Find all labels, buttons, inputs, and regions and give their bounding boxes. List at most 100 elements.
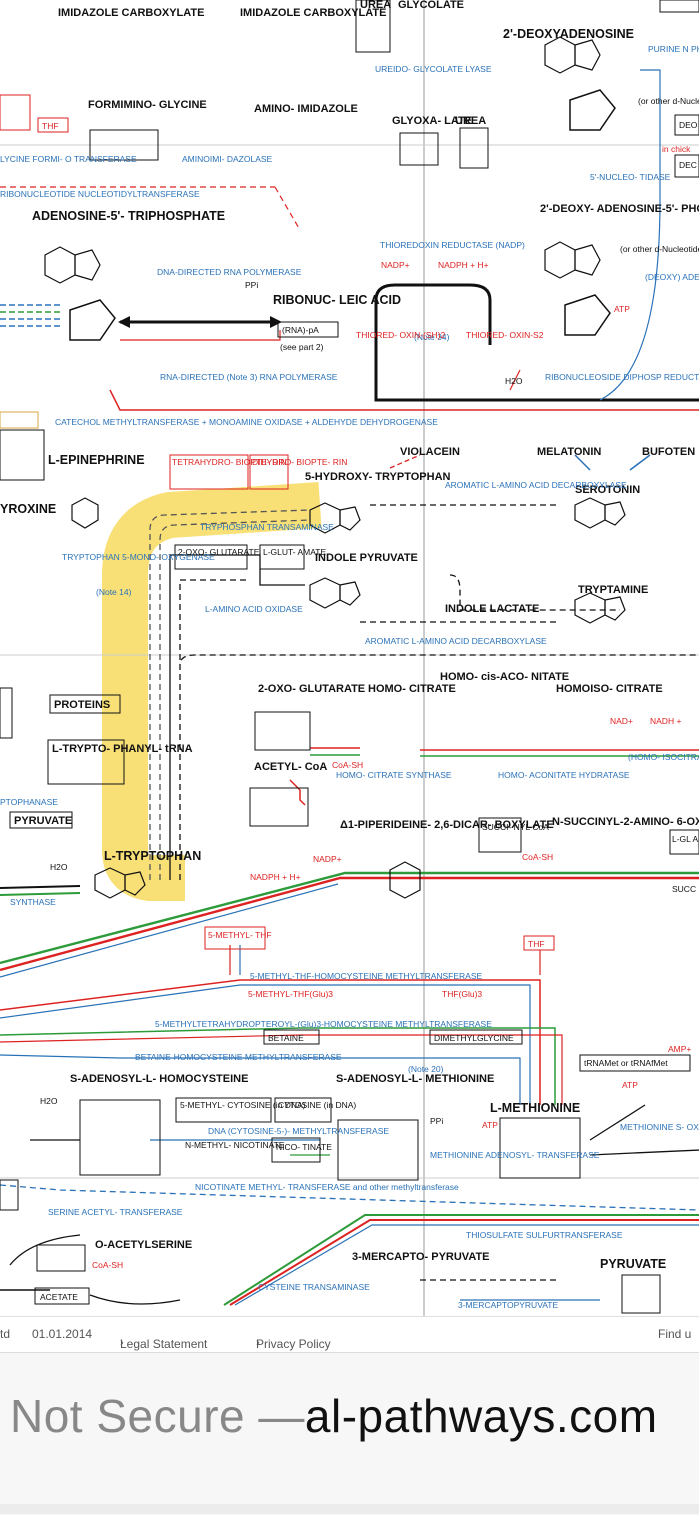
compound-succ-pimela: SUCC PIMELA <box>672 884 699 894</box>
compound-serotonin: SEROTONIN <box>575 484 640 496</box>
compound-glycolate: GLYCOLATE <box>398 0 464 11</box>
cofactor-oxo-glutarate: 2-OXO- GLUTARATE <box>178 547 260 557</box>
cofactor-ppi: PPi <box>245 280 258 290</box>
footer-find-link[interactable]: Find u <box>658 1327 692 1341</box>
compound-indole-pyruvate: INDOLE PYRUVATE <box>315 552 418 564</box>
enzyme-nicotinate-methyl: NICOTINATE METHYL- TRANSFERASE and other… <box>195 1182 459 1192</box>
enzyme-methionine-adenosyl: METHIONINE ADENOSYL- TRANSFERASE <box>430 1150 600 1160</box>
cofactor-nadp-plus: NADP+ <box>381 260 410 270</box>
enzyme-ureido-lyase: UREIDO- GLYCOLATE LYASE <box>375 64 492 74</box>
cofactor-h2o-3: H2O <box>50 862 68 872</box>
cofactor-thf-red: THF <box>42 121 59 131</box>
cofactor-thioredoxin-s2: THIORED- OXIN-S2 <box>466 330 544 340</box>
enzyme-homocitrate-synthase: HOMO- CITRATE SYNTHASE <box>336 770 452 780</box>
footer-legal-label: Legal Statement <box>120 1337 208 1351</box>
enzyme-synthase-left: SYNTHASE <box>10 897 56 907</box>
compound-oxoglutarate: 2-OXO- GLUTARATE <box>258 683 365 695</box>
compound-homoisocitrate: HOMOISO- CITRATE <box>556 683 663 695</box>
enzyme-dna-rna-polymerase: DNA-DIRECTED RNA POLYMERASE <box>157 267 302 277</box>
enzyme-rna-directed-polymerase: RNA-DIRECTED (Note 3) RNA POLYMERASE <box>160 372 338 382</box>
enzyme-methionine-s-oxide: METHIONINE S- OXIDE REDUCTAS <box>620 1122 699 1132</box>
enzyme-aminoimidazolase: AMINOIMI- DAZOLASE <box>182 154 273 164</box>
cofactor-tetrahydrobiopterin: TETRAHYDRO- BIOPTE- RIN <box>172 457 287 467</box>
compound-sam-methionine: S-ADENOSYL-L- METHIONINE <box>336 1073 494 1085</box>
enzyme-thioredoxin-reductase: THIOREDOXIN REDUCTASE (NADP) <box>380 240 525 250</box>
compound-l-glu: L-GL AMA <box>672 834 699 844</box>
compound-dimethylglycine: DIMETHYLGLYCINE <box>434 1033 514 1043</box>
compound-cytosine: CYTOSINE (in DNA) <box>278 1100 356 1110</box>
compound-betaine: BETAINE <box>268 1033 304 1043</box>
browser-address-bar[interactable]: Not Secure —al-pathways.com <box>0 1352 699 1515</box>
cofactor-atp-3: ATP <box>622 1080 638 1090</box>
address-text[interactable]: Not Secure —al-pathways.com <box>10 1389 658 1443</box>
compound-glyoxalate: GLYOXA- LATE <box>392 115 472 127</box>
compound-methyl-cytosine: 5-METHYL- CYTOSINE (in DNA) <box>180 1100 306 1110</box>
enzyme-trp-monooxygenase: TRYPTOPHAN 5-MONO- OXYGENASE <box>62 552 215 562</box>
compound-l-methionine: L-METHIONINE <box>490 1101 580 1115</box>
cofactor-methyl-thf: 5-METHYL- THF <box>208 930 272 940</box>
compound-sam-homocysteine: S-ADENOSYL-L- HOMOCYSTEINE <box>70 1073 248 1085</box>
cofactor-dihydrobiopterin: DIHYDRO- BIOPTE- RIN <box>252 457 347 467</box>
chevron-right-icon: › <box>120 1337 124 1349</box>
site-footer: td 01.01.2014 ›Legal Statement ›Privacy … <box>0 1316 699 1353</box>
compound-deox: DEO NU <box>679 120 699 130</box>
chevron-right-icon: › <box>256 1337 260 1349</box>
cofactor-thf-box: THF <box>528 939 545 949</box>
compound-pyruvate-left: PYRUVATE <box>14 815 72 827</box>
enzyme-dna-cytosine: DNA (CYTOSINE-5-)- METHYLTRANSFERASE <box>208 1126 389 1136</box>
enzyme-ribonucleoside-reductase: RIBONUCLEOSIDE DIPHOSP REDUCTASE <box>545 372 699 382</box>
compound-l-tryptophan: L-TRYPTOPHAN <box>104 849 201 863</box>
note-or-other-2: (or other d-Nucleotide) <box>620 244 699 254</box>
compound-imidazole-carboxylate-left: IMIDAZOLE CARBOXYLATE <box>58 7 204 19</box>
footer-privacy-label: Privacy Policy <box>256 1337 331 1351</box>
compound-bufoten: BUFOTEN <box>642 446 695 458</box>
compound-acetyl-coa: ACETYL- CoA <box>254 761 327 773</box>
browser-bottom-edge <box>0 1504 699 1514</box>
compound-urea-top: UREA <box>360 0 391 11</box>
compound-hydroxytryptophan: 5-HYDROXY- TRYPTOPHAN <box>305 471 451 483</box>
compound-formiminoglycine: FORMIMINO- GLYCINE <box>88 99 207 111</box>
pathway-diagram: IMIDAZOLE CARBOXYLATE IMIDAZOLE CARBOXYL… <box>0 0 699 1316</box>
compound-succinyl-coa: SUCCI- NYL CoA <box>482 822 549 832</box>
cofactor-coa-sh-3: CoA-SH <box>92 1260 123 1270</box>
compound-imidazole-carboxylate-right: IMIDAZOLE CARBOXYLATE <box>240 7 386 19</box>
highlight-path <box>102 482 322 901</box>
security-indicator[interactable]: Not Secure — <box>10 1390 305 1442</box>
compound-epinephrine: L-EPINEPHRINE <box>48 453 145 467</box>
compound-piperideine: Δ1-PIPERIDEINE- 2,6-DICAR- BOXYLATE <box>340 819 554 831</box>
compound-pyruvate-right: PYRUVATE <box>600 1257 666 1271</box>
enzyme-purine-n: PURINE N PHOSPH <box>648 44 699 54</box>
compound-homocitrate: HOMO- CITRATE <box>368 683 456 695</box>
compound-n-methyl-nicotinate: N-METHYL- NICOTINATE <box>185 1140 285 1150</box>
cofactor-ppi-2: PPi <box>430 1116 443 1126</box>
note-see-part2: (see part 2) <box>280 342 324 352</box>
note-34: (Note 34) <box>414 332 450 342</box>
compound-violacein: VIOLACEIN <box>400 446 460 458</box>
compound-deoxyadenosine-phosphate: 2'-DEOXY- ADENOSINE-5'- PHOSPHATE <box>540 203 699 215</box>
note-14: (Note 14) <box>96 587 132 597</box>
enzyme-catechol: CATECHOL METHYLTRANSFERASE + MONOAMINE O… <box>55 417 438 427</box>
enzyme-mercaptopyruvate: 3-MERCAPTOPYRUVATE <box>458 1300 558 1310</box>
compound-homocisaconitate: HOMO- cis-ACO- NITATE <box>440 671 569 683</box>
cofactor-nadh: NADH + <box>650 716 681 726</box>
enzyme-thiosulfate: THIOSULFATE SULFURTRANSFERASE <box>466 1230 623 1240</box>
enzyme-tryptophanase: PTOPHANASE <box>0 797 58 807</box>
note-in-chick: in chick <box>662 144 691 154</box>
enzyme-aromatic-decarboxylase-2: AROMATIC L-AMINO ACID DECARBOXYLASE <box>365 636 547 646</box>
cofactor-coa-sh: CoA-SH <box>332 760 363 770</box>
compound-rna-ppa: (RNA)-pA <box>282 325 319 335</box>
enzyme-glycine-formi: LYCINE FORMI- O TRANSFERASE <box>0 154 137 164</box>
cofactor-atp: ATP <box>614 304 630 314</box>
cofactor-coa-sh-2: CoA-SH <box>522 852 553 862</box>
enzyme-tryptophan-transaminase: TRYPHOSPHAN TRANSAMINASE <box>200 522 334 532</box>
cofactor-l-glutamate: L-GLUT- AMATE <box>263 547 326 557</box>
compound-nicotinate: NICO- TINATE <box>276 1142 332 1152</box>
cofactor-atp-2: ATP <box>482 1120 498 1130</box>
cofactor-amp: AMP+ <box>668 1044 691 1054</box>
metabolic-pathway-map[interactable]: IMIDAZOLE CARBOXYLATE IMIDAZOLE CARBOXYL… <box>0 0 699 1316</box>
compound-succinyl-amino: N-SUCCINYL-2-AMINO- 6-OXOPIMELATE <box>552 816 699 828</box>
enzyme-betaine-homocysteine: BETAINE-HOMOCYSTEINE METHYLTRANSFERASE <box>135 1052 342 1062</box>
enzyme-l-amino-oxidase: L-AMINO ACID OXIDASE <box>205 604 303 614</box>
compound-o-acetylserine: O-ACETYLSERINE <box>95 1239 192 1251</box>
cofactor-nad-plus: NAD+ <box>610 716 633 726</box>
